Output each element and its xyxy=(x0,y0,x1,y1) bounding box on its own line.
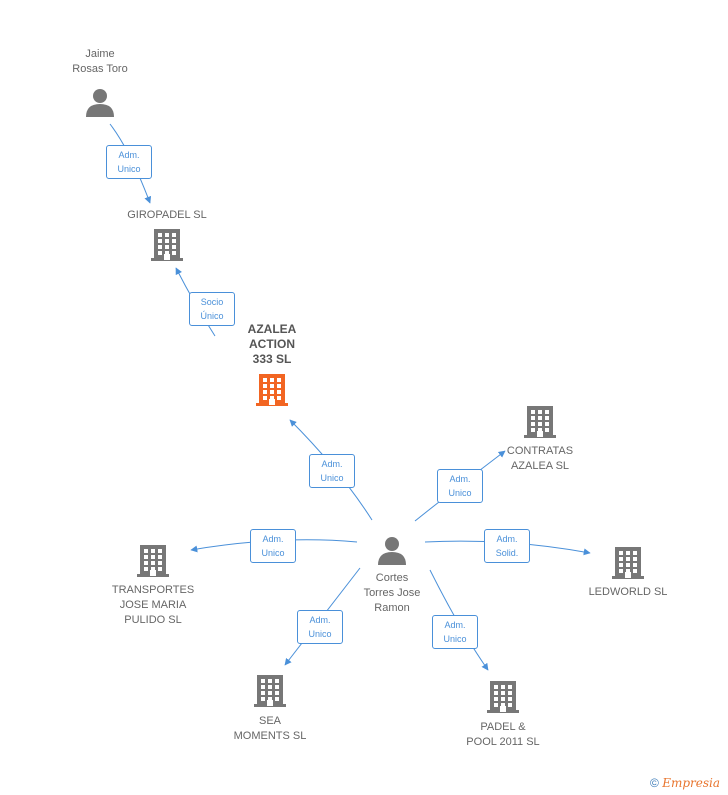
node-label-cortes[interactable]: Cortes Torres Jose Ramon xyxy=(332,571,452,616)
building-icon-ledworld[interactable] xyxy=(612,545,644,584)
node-name: TRANSPORTES JOSE MARIA PULIDO SL xyxy=(111,584,195,626)
edge-label-cortes-to-padel[interactable]: Adm. Unico xyxy=(432,615,478,649)
edge-label-cortes-to-transportes[interactable]: Adm. Unico xyxy=(250,529,296,563)
edge-label-cortes-to-sea[interactable]: Adm. Unico xyxy=(297,610,343,644)
node-label-contratas[interactable]: CONTRATAS AZALEA SL xyxy=(480,444,600,474)
node-name: Jaime Rosas Toro xyxy=(72,48,128,75)
node-label-azalea[interactable]: AZALEA ACTION 333 SL xyxy=(212,322,332,367)
building-icon-azalea[interactable] xyxy=(256,372,288,411)
node-label-ledworld[interactable]: LEDWORLD SL xyxy=(568,585,688,600)
node-name: GIROPADEL SL xyxy=(127,209,207,221)
node-name: LEDWORLD SL xyxy=(588,586,668,598)
node-label-jaime[interactable]: Jaime Rosas Toro xyxy=(40,47,160,77)
building-icon-sea[interactable] xyxy=(254,673,286,712)
node-name: CONTRATAS AZALEA SL xyxy=(506,445,574,472)
building-icon-transportes[interactable] xyxy=(137,543,169,582)
edge-label-cortes-to-contratas[interactable]: Adm. Unico xyxy=(437,469,483,503)
edge-label-jaime-to-giropadel[interactable]: Adm. Unico xyxy=(106,145,152,179)
node-name: PADEL & POOL 2011 SL xyxy=(466,721,540,748)
node-name: Cortes Torres Jose Ramon xyxy=(363,572,421,614)
node-name: AZALEA ACTION 333 SL xyxy=(247,322,297,366)
building-icon-contratas[interactable] xyxy=(524,404,556,443)
node-name: SEA MOMENTS SL xyxy=(233,715,307,742)
node-label-giropadel[interactable]: GIROPADEL SL xyxy=(107,208,227,223)
brand-name: Empresia xyxy=(662,776,720,790)
person-icon-jaime[interactable] xyxy=(85,87,115,122)
node-label-sea[interactable]: SEA MOMENTS SL xyxy=(210,714,330,744)
building-icon-giropadel[interactable] xyxy=(151,227,183,266)
edge-label-cortes-to-azalea[interactable]: Adm. Unico xyxy=(309,454,355,488)
footer-brand: © Empresia xyxy=(650,776,720,790)
edge-label-cortes-to-ledworld[interactable]: Adm. Solid. xyxy=(484,529,530,563)
copyright-symbol: © xyxy=(650,776,659,790)
building-icon-padel[interactable] xyxy=(487,679,519,718)
person-icon-cortes[interactable] xyxy=(377,535,407,570)
node-label-transportes[interactable]: TRANSPORTES JOSE MARIA PULIDO SL xyxy=(93,583,213,628)
node-label-padel[interactable]: PADEL & POOL 2011 SL xyxy=(443,720,563,750)
edge-label-azalea-to-giropadel[interactable]: Socio Único xyxy=(189,292,235,326)
